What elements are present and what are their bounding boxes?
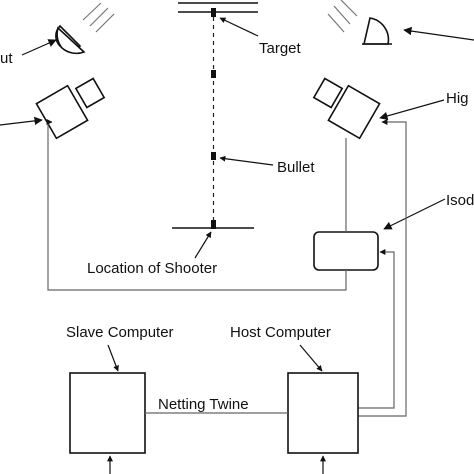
wire-host-to-box bbox=[358, 249, 395, 409]
light-left-label: ut bbox=[0, 50, 13, 67]
bullet-marker-2 bbox=[211, 152, 216, 160]
left-light-icon bbox=[55, 2, 115, 55]
host-computer-label: Host Computer bbox=[230, 324, 331, 341]
isolation-box bbox=[313, 231, 379, 271]
isod-pointer bbox=[383, 198, 446, 230]
left-camera-pointer bbox=[0, 116, 43, 126]
isod-label: Isod bbox=[446, 192, 474, 209]
slave-computer-label: Slave Computer bbox=[66, 324, 174, 341]
wire-host-to-right-camera bbox=[358, 119, 407, 417]
slave-computer-box bbox=[69, 372, 146, 454]
netting-twine-label: Netting Twine bbox=[158, 396, 249, 413]
left-camera-icon bbox=[35, 77, 106, 140]
light-right-pointer bbox=[403, 26, 474, 41]
high-speed-pointer bbox=[379, 99, 445, 120]
shooter-marker bbox=[211, 220, 216, 229]
right-light-icon bbox=[327, 0, 392, 45]
target-plate bbox=[178, 2, 258, 17]
wire-box-to-left-camera bbox=[46, 119, 347, 291]
target-label: Target bbox=[259, 40, 302, 57]
target-pointer bbox=[219, 17, 259, 37]
bullet-label: Bullet bbox=[277, 159, 315, 176]
high-speed-camera-label: Hig bbox=[446, 90, 469, 107]
bullet-pointer bbox=[219, 155, 274, 166]
slave-pointer bbox=[107, 344, 119, 372]
host-computer-box bbox=[287, 372, 359, 454]
bullet-marker-1 bbox=[211, 70, 216, 78]
right-camera-icon bbox=[312, 77, 381, 140]
shooter-pointer bbox=[194, 231, 212, 259]
host-pointer bbox=[299, 344, 323, 372]
light-left-pointer bbox=[21, 39, 57, 56]
location-of-shooter-label: Location of Shooter bbox=[87, 260, 217, 277]
